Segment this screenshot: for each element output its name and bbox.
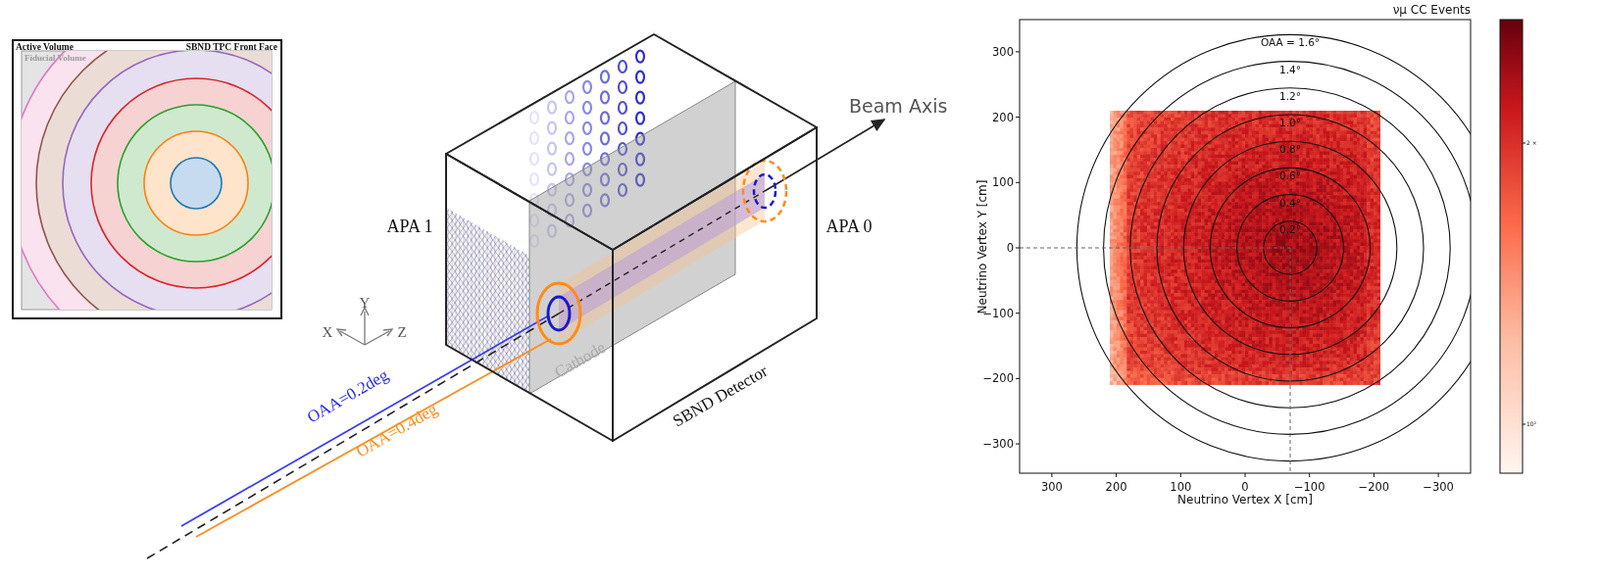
axis-letter: Y xyxy=(359,295,371,312)
oaa-ring-label: OAA = 1.6° xyxy=(1260,38,1320,50)
y-tick: 300 xyxy=(992,46,1014,59)
oaa-line-label: OAA=0.2deg xyxy=(303,366,392,428)
x-tick: 0 xyxy=(1241,481,1249,495)
x-tick: 300 xyxy=(1041,481,1063,495)
oaa-ring-label: 1.0° xyxy=(1279,117,1301,130)
panel-label: Active Volume xyxy=(15,43,74,53)
axis-letter: X xyxy=(322,324,334,342)
colorbar-title: νμ CC Events xyxy=(1393,3,1471,17)
x-tick: −300 xyxy=(1422,481,1454,495)
x-tick: −100 xyxy=(1294,481,1326,495)
apa-label: APA 0 xyxy=(826,217,873,238)
beam-axis-label: Beam Axis xyxy=(849,96,948,117)
axis-title: Neutrino Vertex X [cm] xyxy=(1177,494,1313,507)
colorbar-tick: 10² xyxy=(1526,421,1537,429)
axis-title: Neutrino Vertex Y [cm] xyxy=(976,180,990,315)
oaa-ring-label: 1.2° xyxy=(1279,91,1301,103)
axis-letter: Z xyxy=(397,324,406,342)
colorbar-tick: 2 × xyxy=(1526,140,1538,148)
y-tick: 0 xyxy=(1006,242,1014,255)
x-tick: 100 xyxy=(1169,481,1192,495)
oaa-ring-label: 0.2° xyxy=(1279,224,1301,237)
oaa-ring-label: 0.6° xyxy=(1279,171,1301,184)
oaa-ring-label: 1.4° xyxy=(1279,64,1301,77)
oaa-ring-label: 0.8° xyxy=(1279,144,1301,156)
y-tick: −300 xyxy=(982,438,1014,451)
x-tick: −200 xyxy=(1358,481,1391,495)
x-tick: 200 xyxy=(1105,481,1128,495)
oaa-line-label: OAA=0.4deg xyxy=(352,400,441,462)
apa-label: APA 1 xyxy=(387,217,434,238)
y-tick: 100 xyxy=(992,176,1014,190)
y-tick: −200 xyxy=(982,372,1014,386)
inset-panel: Active Volume SBND TPC Front FaceFiducial… xyxy=(11,39,283,320)
panel-label: Fiducial Volume xyxy=(24,53,87,63)
oaa-ring-label: 0.4° xyxy=(1279,198,1301,210)
y-tick: 200 xyxy=(992,110,1014,124)
panel-label: SBND TPC Front Face xyxy=(186,43,278,53)
